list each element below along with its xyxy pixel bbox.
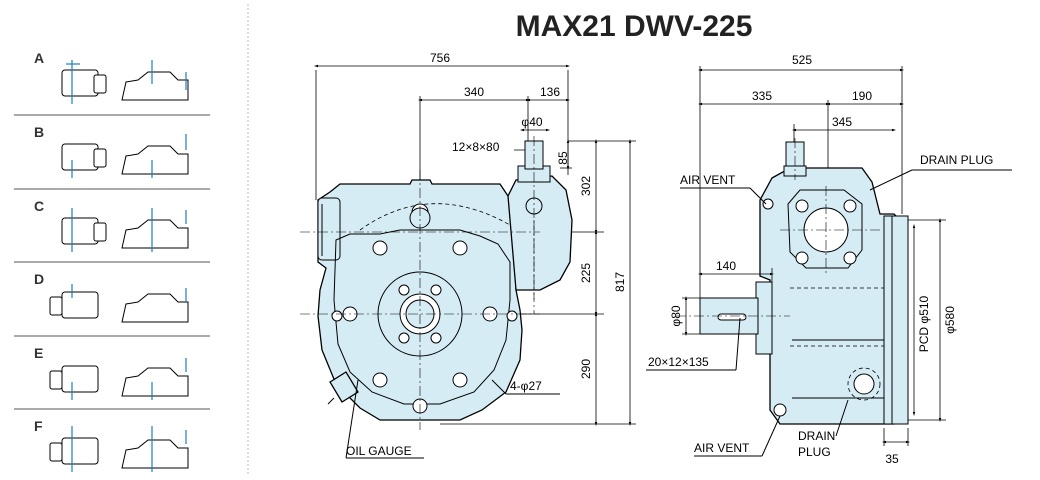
variant-panel: A B C D E F (14, 4, 249, 476)
drain-plug (853, 373, 875, 395)
worm-housing (507, 175, 573, 291)
dim-345: 345 (832, 115, 852, 129)
air-vent-top (762, 198, 774, 210)
drawing-title: MAX21 DWV-225 (516, 10, 753, 43)
label-drain-line1: DRAIN (798, 429, 835, 443)
dim-140: 140 (716, 259, 736, 273)
side-view: 525 335 190 345 140 φ80 2 (646, 53, 1012, 466)
variant-b-sketch (61, 134, 189, 178)
hidden-gear-line (359, 203, 511, 231)
variant-label-d: D (34, 271, 44, 287)
variant-label-b: B (34, 124, 44, 140)
label-drain-line2: PLUG (798, 445, 831, 459)
front-view: 756 340 136 φ40 12×8×80 85 302 225 290 8… (300, 51, 636, 459)
dim-85: 85 (556, 151, 570, 165)
dim-756: 756 (430, 51, 450, 65)
dim-side-key: 20×12×135 (648, 355, 709, 369)
dim-pcd: PCD φ510 (917, 295, 931, 352)
dim-290: 290 (579, 359, 593, 379)
side-cover (317, 197, 341, 261)
dim-bolt-holes: 4-φ27 (510, 379, 542, 393)
label-drain-plug-top: DRAIN PLUG (920, 153, 993, 167)
label-air-vent-bottom: AIR VENT (694, 441, 750, 455)
oil-gauge (329, 371, 359, 403)
air-vent-bottom (773, 403, 787, 417)
dim-340: 340 (464, 85, 484, 99)
label-air-vent-top: AIR VENT (680, 173, 736, 187)
variant-label-c: C (34, 198, 44, 214)
dim-key: 12×8×80 (452, 140, 500, 154)
variant-c-sketch (61, 208, 189, 252)
label-oil-gauge: OIL GAUGE (346, 444, 412, 458)
variant-e-sketch (49, 358, 189, 400)
dim-35: 35 (885, 452, 899, 466)
dim-side-shaft-dia: φ80 (669, 305, 683, 326)
variant-label-e: E (34, 345, 43, 361)
mounting-flange (883, 215, 909, 425)
dim-525: 525 (792, 53, 812, 67)
variant-f-sketch (49, 426, 189, 472)
variant-d-sketch (49, 284, 189, 323)
dim-225: 225 (579, 263, 593, 283)
variant-label-a: A (34, 50, 44, 66)
dim-817: 817 (613, 272, 627, 292)
dim-335: 335 (752, 89, 772, 103)
variant-label-f: F (34, 418, 43, 434)
dim-302: 302 (579, 176, 593, 196)
dim-136: 136 (540, 85, 560, 99)
shaft-keyway (717, 313, 747, 321)
variant-a-sketch (61, 60, 189, 104)
dim-shaft-dia: φ40 (521, 115, 542, 129)
dim-190: 190 (852, 89, 872, 103)
dim-flange-dia: φ580 (943, 306, 957, 334)
